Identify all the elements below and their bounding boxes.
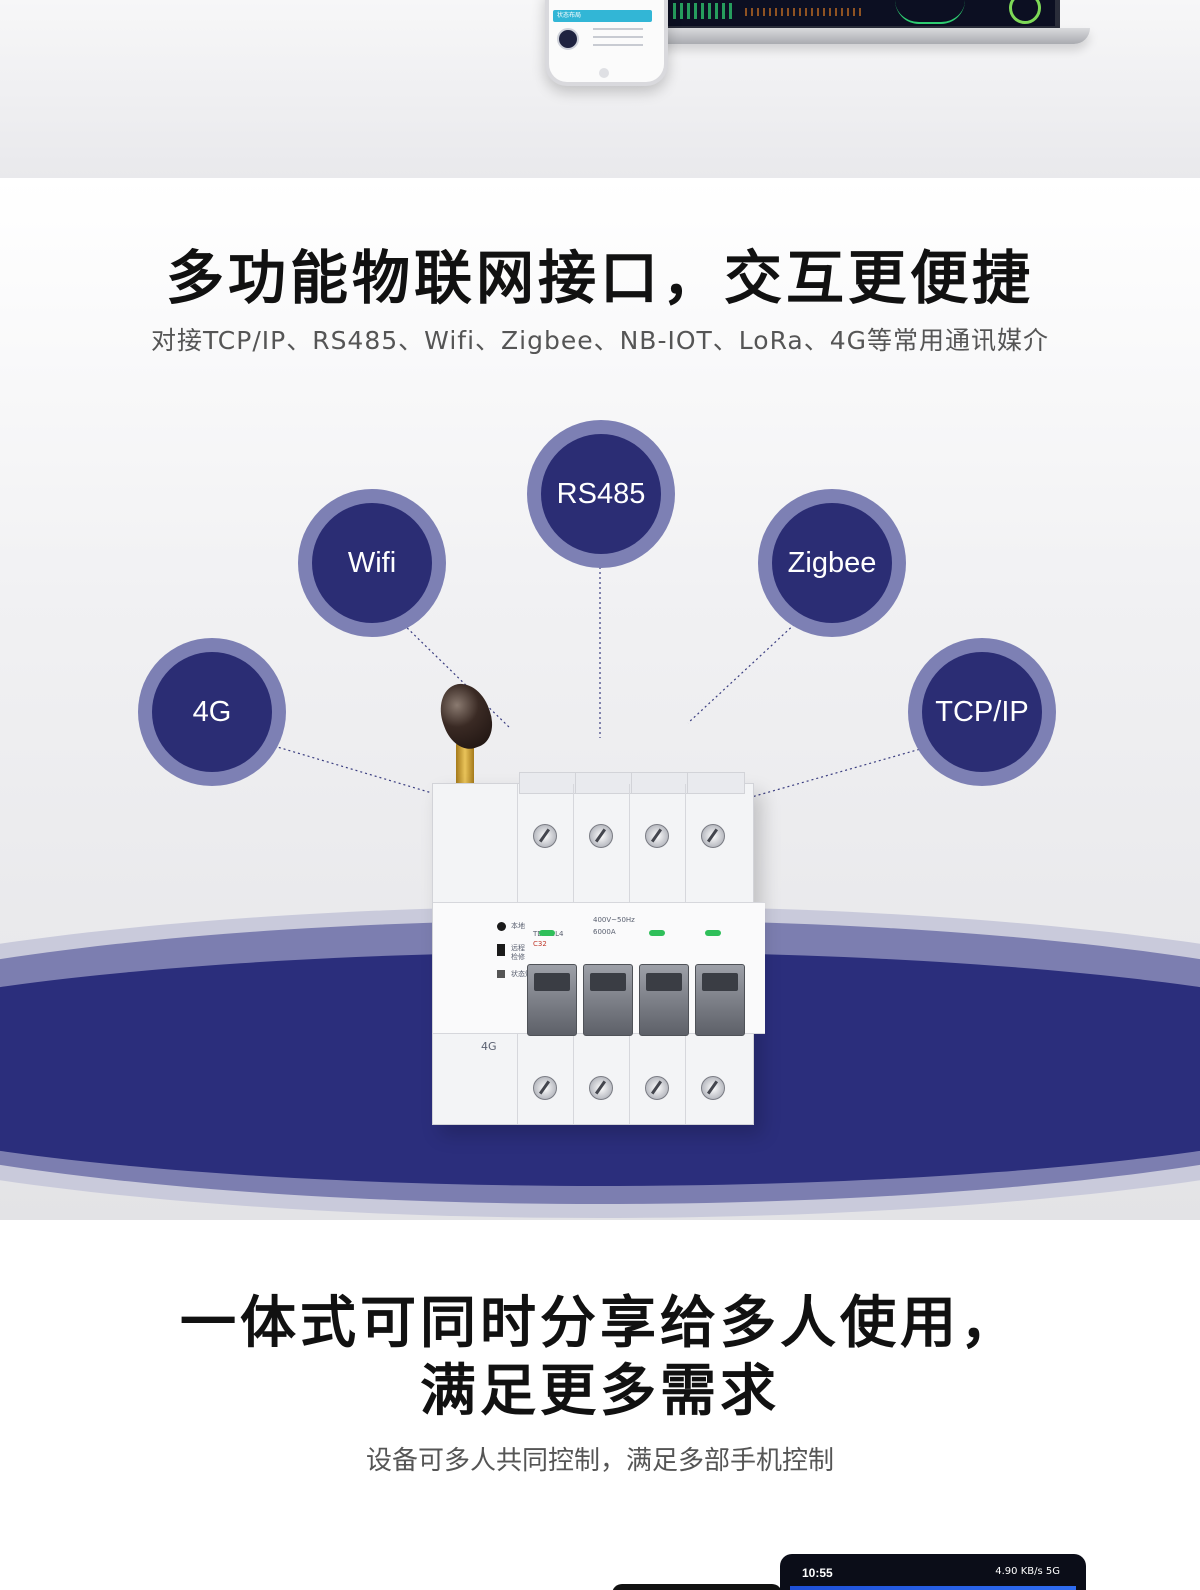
label-status-light: 状态灯 [511, 970, 532, 978]
breaker-voltage: 400V~50Hz [593, 916, 635, 924]
terminal-slot [687, 772, 745, 794]
phone-app-header [790, 1586, 1076, 1590]
section-title: 一体式可同时分享给多人使用， 满足更多需求 [0, 1290, 1200, 1426]
status-led [705, 930, 721, 936]
connector-zigbee [687, 620, 799, 724]
breaker-lever [527, 964, 577, 1036]
protocol-zigbee: Zigbee [758, 489, 906, 637]
screw-icon [589, 824, 613, 848]
status-led [539, 930, 555, 936]
connector-tcpip [747, 747, 925, 799]
breaker-body: 本地 远程 检修 状态灯 TD-4GL4 C32 400V~50Hz 6000A… [432, 772, 765, 1125]
laptop-chassis [640, 28, 1090, 44]
dashboard-gauge [1009, 0, 1041, 24]
phone-status-time: 10:55 [802, 1566, 833, 1580]
screw-icon [645, 1076, 669, 1100]
section-subtitle: 对接TCP/IP、RS485、Wifi、Zigbee、NB-IOT、LoRa、4… [150, 326, 1049, 355]
protocol-tcpip-label: TCP/IP [922, 652, 1042, 772]
status-led [649, 930, 665, 936]
multi-user-section: 一体式可同时分享给多人使用， 满足更多需求 设备可多人共同控制，满足多部手机控制… [0, 1220, 1200, 1590]
protocol-wifi: Wifi [298, 489, 446, 637]
dashboard-line-chart [895, 0, 965, 24]
antenna-icon [432, 676, 500, 756]
protocol-rs485-label: RS485 [541, 434, 661, 554]
top-banner: 状态布局 [0, 0, 1200, 178]
circuit-breaker-product: 本地 远程 检修 状态灯 TD-4GL4 C32 400V~50Hz 6000A… [420, 673, 780, 1125]
section-subtitle: 设备可多人共同控制，满足多部手机控制 [365, 1446, 834, 1476]
label-remote: 远程 检修 [511, 944, 525, 961]
connector-4g [273, 745, 433, 794]
protocol-4g-label: 4G [152, 652, 272, 772]
local-indicator-icon [497, 922, 506, 931]
section-title: 多功能物联网接口，交互更便捷 [165, 244, 1034, 312]
screw-icon [533, 824, 557, 848]
phone-status-indicators: 4.90 KB/s 5G [995, 1566, 1060, 1577]
breaker-rating: C32 [533, 940, 547, 948]
phone-mockup-secondary [612, 1584, 782, 1590]
breaker-lever [695, 964, 745, 1036]
breaker-capacity: 6000A [593, 928, 616, 936]
section-title-line2: 满足更多需求 [420, 1359, 780, 1424]
screw-icon [589, 1076, 613, 1100]
breaker-lever [583, 964, 633, 1036]
phone-app-header-text: 状态布局 [557, 12, 582, 19]
label-local: 本地 [511, 922, 525, 930]
screw-icon [645, 824, 669, 848]
phone-app-header: 状态布局 [553, 10, 652, 22]
protocol-rs485: RS485 [527, 420, 675, 568]
dashboard-bar-chart [673, 3, 733, 19]
connector-wifi [399, 620, 511, 729]
screw-icon [533, 1076, 557, 1100]
status-light-icon [497, 970, 505, 978]
device-avatar [557, 28, 579, 50]
screw-icon [701, 824, 725, 848]
connector-lines [273, 562, 925, 799]
protocol-4g: 4G [138, 638, 286, 786]
antenna-connector [456, 743, 474, 787]
screw-icon [701, 1076, 725, 1100]
protocol-zigbee-label: Zigbee [772, 503, 892, 623]
phone-mockup-primary: 10:55 4.90 KB/s 5G [780, 1554, 1086, 1590]
protocol-wifi-label: Wifi [312, 503, 432, 623]
section-title-line1: 一体式可同时分享给多人使用， [180, 1291, 1020, 1356]
remote-switch-icon [497, 944, 505, 956]
phone-status-list [593, 28, 643, 52]
signal-4g-label: 4G [481, 1040, 497, 1053]
protocol-tcpip: TCP/IP [908, 638, 1056, 786]
iot-interface-section: 多功能物联网接口，交互更便捷 对接TCP/IP、RS485、Wifi、Zigbe… [0, 178, 1200, 1220]
phone-mockup: 状态布局 [545, 0, 668, 86]
laptop-dashboard-screen [660, 0, 1060, 31]
dashboard-bar-chart-secondary [745, 8, 865, 16]
breaker-lever [639, 964, 689, 1036]
phone-home-button [599, 68, 609, 78]
